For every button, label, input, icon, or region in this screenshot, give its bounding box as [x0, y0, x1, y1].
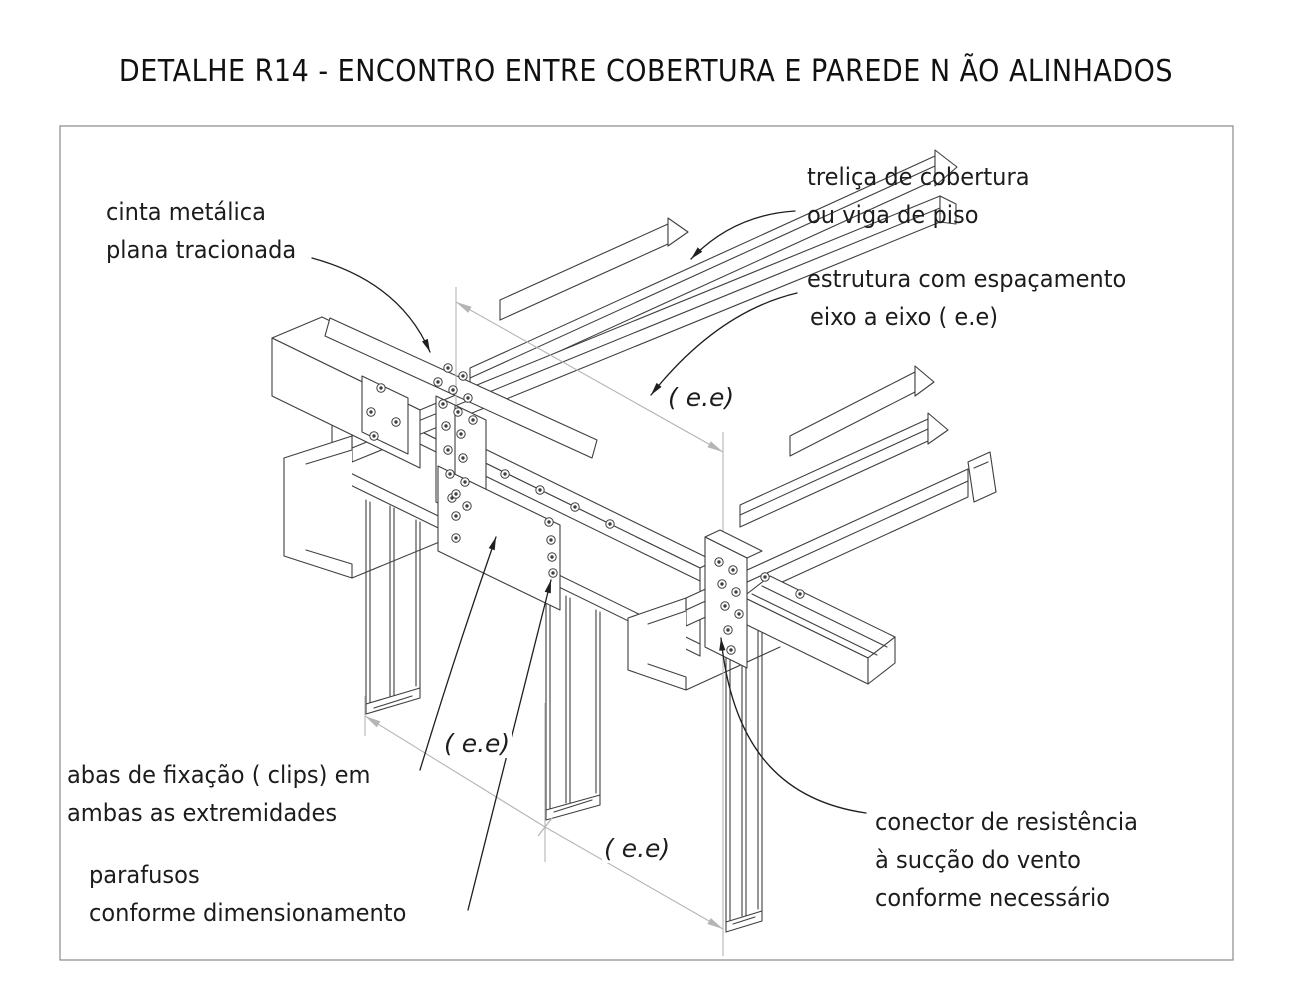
- drawing-frame: [59, 125, 1234, 961]
- label-abas-2: ambas as extremidades: [67, 800, 338, 828]
- label-conector-3: conforme necessário: [875, 885, 1111, 913]
- dimension-ee-top: [455, 301, 724, 453]
- leader-estrutura: [650, 292, 798, 396]
- label-trelica-2: ou viga de piso: [807, 202, 979, 230]
- stud-middle: [545, 583, 601, 821]
- dimension-tick: [537, 817, 553, 837]
- label-trelica-1: treliça de cobertura: [807, 164, 1030, 192]
- leader-cinta: [311, 257, 431, 353]
- label-parafusos-1: parafusos: [89, 862, 200, 890]
- wall-studs: [365, 499, 763, 933]
- metal-strap: [324, 317, 598, 459]
- label-estrutura-1: estrutura com espaçamento: [807, 266, 1127, 294]
- drawing-title: DETALHE R14 - ENCONTRO ENTRE COBERTURA E…: [118, 54, 1174, 89]
- roof-truss-left: [283, 149, 958, 579]
- leader-conector: [720, 637, 867, 814]
- label-conector-2: à sucção do vento: [875, 847, 1081, 875]
- label-conector-1: conector de resistência: [875, 809, 1138, 837]
- label-cinta-metalica-2: plana tracionada: [106, 237, 297, 265]
- dimension-ee-bottom: [364, 715, 724, 930]
- label-abas-1: abas de fixação ( clips) em: [67, 762, 371, 790]
- dim-label-ee-mid: ( e.e): [442, 729, 513, 758]
- label-cinta-metalica-1: cinta metálica: [106, 199, 266, 227]
- label-parafusos-2: conforme dimensionamento: [89, 900, 407, 928]
- leader-abas: [419, 536, 497, 771]
- right-top-track: [742, 575, 896, 685]
- dim-label-ee-top: ( e.e): [666, 383, 737, 412]
- label-estrutura-2: eixo a eixo ( e.e): [810, 304, 999, 332]
- stud-left: [365, 499, 421, 715]
- dim-label-ee-bottom: ( e.e): [602, 834, 673, 863]
